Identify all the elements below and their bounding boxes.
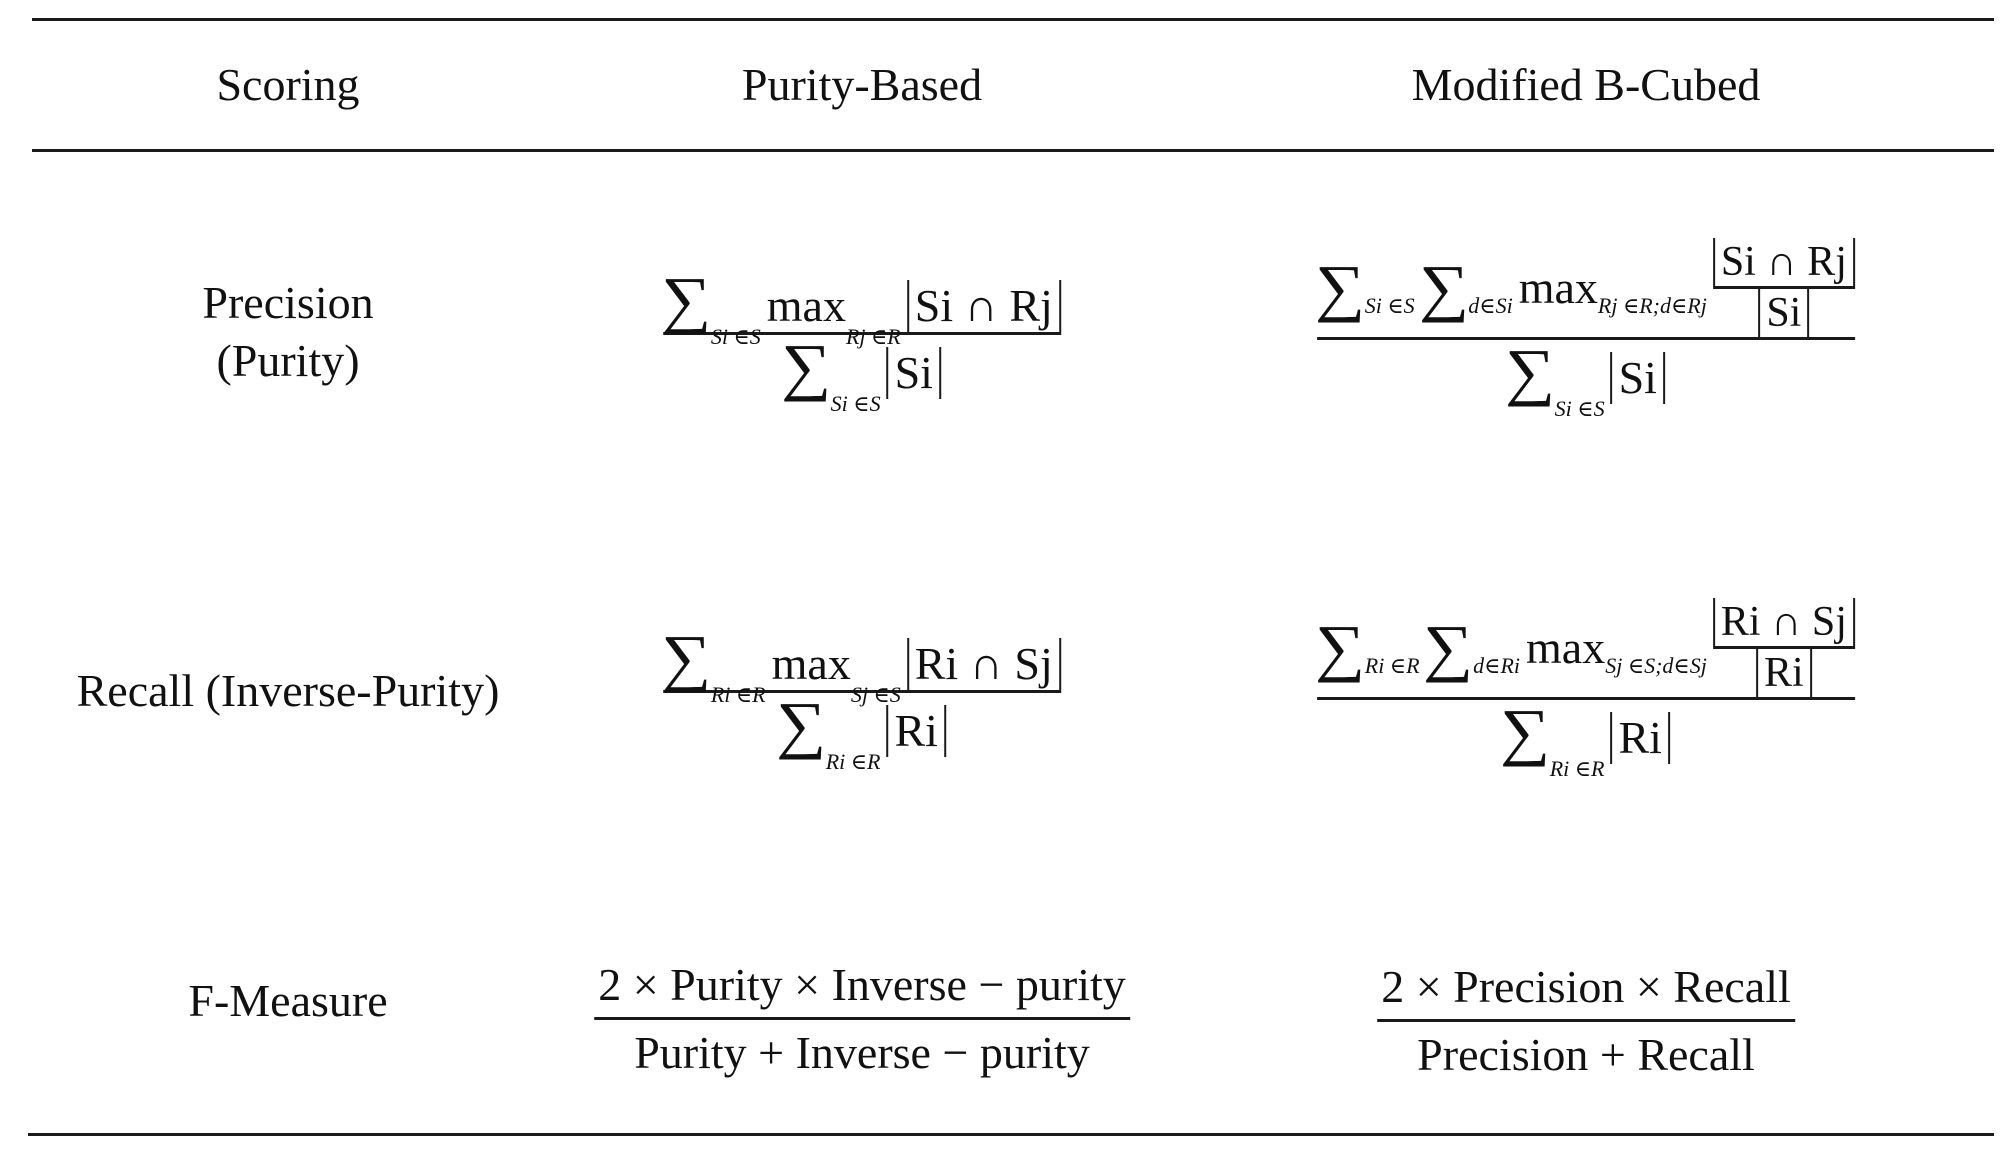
denominator: ∑ Si ∈S Si (780, 331, 941, 416)
set-cardinality: Ri (886, 705, 946, 757)
set-cardinality: Si (1758, 289, 1810, 337)
numerator: ∑ Si ∈S ∑ d∈Si max Rj ∈R;d∈Rj Si ∩ Rj Si (1314, 238, 1855, 337)
inner-denominator: Si (1758, 289, 1810, 337)
fraction-bar (1317, 337, 1855, 340)
sum-subscript: d∈Si (1468, 292, 1513, 318)
f-measure-bcubed-formula: 2 × Precision × Recall Precision + Recal… (1377, 960, 1795, 1081)
inner-fraction: Ri ∩ Sj Ri (1712, 598, 1855, 697)
denominator: ∑ Si ∈S Si (1504, 336, 1665, 421)
denominator: Precision + Recall (1417, 1029, 1755, 1080)
max-subscript: Rj ∈R;d∈Rj (1597, 292, 1707, 318)
header-scoring: Scoring (216, 59, 360, 110)
set-cardinality: Si (886, 347, 941, 399)
fraction-bar (594, 1017, 1130, 1020)
bottom-rule (28, 1133, 1994, 1136)
fraction: ∑ Si ∈S max Rj ∈R Si ∩ Rj ∑ Si ∈S Si (660, 264, 1061, 416)
max-operator: max (766, 280, 846, 331)
row-label-precision: Precision (Purity) (202, 274, 373, 390)
max-subscript: Sj ∈S;d∈Sj (1605, 652, 1707, 678)
sum-symbol: ∑ (660, 264, 712, 335)
numerator: 2 × Purity × Inverse − purity (598, 959, 1126, 1010)
denominator: ∑ Ri ∈R Ri (1499, 696, 1670, 781)
sum-symbol: ∑ (1314, 251, 1366, 323)
denominator: Purity + Inverse − purity (634, 1027, 1090, 1078)
row-label-f-measure: F-Measure (188, 972, 387, 1030)
header-rule (32, 149, 1994, 152)
fraction: ∑ Si ∈S ∑ d∈Si max Rj ∈R;d∈Rj Si ∩ Rj Si… (1314, 238, 1855, 421)
inner-numerator: Si ∩ Rj (1712, 238, 1855, 286)
sum-subscript: Ri ∈R (1364, 652, 1420, 678)
sum-symbol: ∑ (1504, 336, 1555, 407)
fraction-bar (1712, 646, 1855, 649)
sum-symbol: ∑ (1418, 251, 1469, 323)
sum-symbol: ∑ (660, 622, 712, 693)
recall-bcubed-formula: ∑ Ri ∈R ∑ d∈Ri max Sj ∈S;d∈Sj Ri ∩ Sj Ri… (1314, 598, 1855, 781)
denominator: ∑ Ri ∈R Ri (775, 689, 946, 774)
header-purity-based: Purity-Based (741, 59, 983, 110)
inner-numerator: Ri ∩ Sj (1712, 598, 1855, 646)
fraction: 2 × Purity × Inverse − purity Purity + I… (594, 958, 1130, 1079)
row-label-line: F-Measure (188, 975, 388, 1026)
max-subscript: Rj ∈R (845, 324, 901, 349)
fraction-bar (663, 332, 1061, 335)
sum-subscript: Ri ∈R (710, 682, 766, 707)
precision-purity-formula: ∑ Si ∈S max Rj ∈R Si ∩ Rj ∑ Si ∈S Si (660, 264, 1061, 416)
max-subscript: Sj ∈S (850, 682, 901, 707)
max-operator: max (1518, 262, 1598, 313)
row-label-recall: Recall (Inverse-Purity) (77, 662, 500, 720)
sum-subscript: Ri ∈R (1549, 756, 1605, 781)
numerator: ∑ Ri ∈R max Sj ∈S Ri ∩ Sj (660, 622, 1061, 707)
numerator: ∑ Si ∈S max Rj ∈R Si ∩ Rj (660, 264, 1061, 349)
sum-subscript: Si ∈S (1364, 292, 1415, 318)
header-modified-bcubed: Modified B-Cubed (1411, 59, 1761, 110)
inner-denominator: Ri (1756, 649, 1812, 697)
fraction-bar (663, 690, 1061, 693)
numerator: ∑ Ri ∈R ∑ d∈Ri max Sj ∈S;d∈Sj Ri ∩ Sj Ri (1314, 598, 1855, 697)
set-cardinality: Ri ∩ Sj (906, 638, 1061, 690)
sum-subscript: Si ∈S (710, 324, 761, 349)
fraction-bar (1712, 286, 1855, 289)
inner-fraction: Si ∩ Rj Si (1712, 238, 1855, 337)
max-operator: max (1526, 622, 1606, 673)
numerator: 2 × Precision × Recall (1381, 961, 1791, 1012)
sum-symbol: ∑ (1423, 611, 1474, 683)
f-measure-purity-formula: 2 × Purity × Inverse − purity Purity + I… (594, 958, 1130, 1079)
sum-symbol: ∑ (780, 331, 831, 402)
sum-symbol: ∑ (1499, 696, 1550, 767)
fraction: 2 × Precision × Recall Precision + Recal… (1377, 960, 1795, 1081)
set-cardinality: Ri ∩ Sj (1712, 598, 1855, 646)
row-label-line: Recall (Inverse-Purity) (76, 665, 500, 716)
set-cardinality: Si ∩ Rj (906, 280, 1061, 332)
recall-purity-formula: ∑ Ri ∈R max Sj ∈S Ri ∩ Sj ∑ Ri ∈R Ri (660, 622, 1061, 774)
sum-subscript: Ri ∈R (825, 749, 881, 774)
set-cardinality: Si ∩ Rj (1712, 238, 1855, 286)
max-operator: max (771, 638, 851, 689)
set-cardinality: Ri (1610, 712, 1670, 764)
sum-symbol: ∑ (775, 689, 826, 760)
fraction-bar (1377, 1019, 1795, 1022)
precision-bcubed-formula: ∑ Si ∈S ∑ d∈Si max Rj ∈R;d∈Rj Si ∩ Rj Si… (1314, 238, 1855, 421)
sum-subscript: Si ∈S (1554, 396, 1605, 421)
row-label-line: (Purity) (216, 335, 360, 386)
row-label-line: Precision (202, 277, 374, 328)
sum-subscript: d∈Ri (1473, 652, 1520, 678)
sum-subscript: Si ∈S (830, 391, 881, 416)
sum-symbol: ∑ (1314, 611, 1366, 683)
set-cardinality: Si (1610, 352, 1665, 404)
fraction: ∑ Ri ∈R ∑ d∈Ri max Sj ∈S;d∈Sj Ri ∩ Sj Ri… (1314, 598, 1855, 781)
fraction-bar (1317, 697, 1855, 700)
fraction: ∑ Ri ∈R max Sj ∈S Ri ∩ Sj ∑ Ri ∈R Ri (660, 622, 1061, 774)
top-rule (32, 18, 1994, 21)
set-cardinality: Ri (1756, 649, 1812, 697)
